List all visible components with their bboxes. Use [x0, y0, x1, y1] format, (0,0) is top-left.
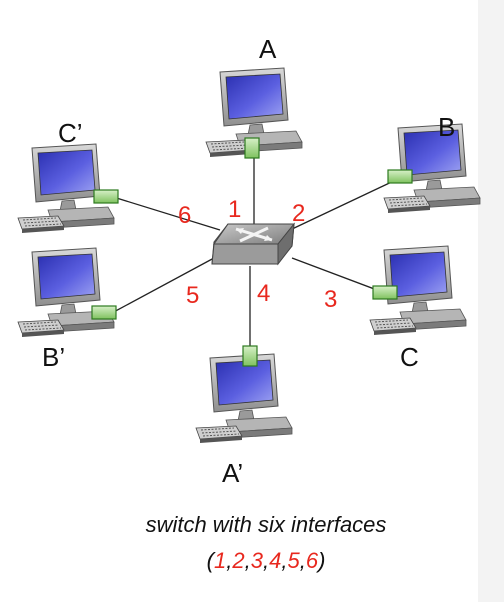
caption-separator: ,	[226, 548, 233, 573]
desktop-computer-icon	[383, 123, 481, 214]
caption-text: switch with six interfaces	[145, 512, 387, 537]
caption-close-paren: )	[318, 548, 326, 573]
desktop-computer-icon	[17, 143, 115, 234]
host-a-prime	[195, 345, 293, 444]
link-5	[109, 257, 215, 315]
caption-open-paren: (	[206, 548, 214, 573]
caption-separator: ,	[281, 548, 288, 573]
caption-interface-2: 2	[232, 548, 245, 573]
caption-interface-6: 6	[305, 548, 319, 573]
caption-interface-4: 4	[269, 548, 282, 573]
background-band	[478, 0, 504, 602]
caption-separator: ,	[244, 548, 251, 573]
links	[109, 150, 401, 350]
nic-c-icon	[372, 285, 398, 300]
caption-interface-5: 5	[287, 548, 300, 573]
host-label-b-prime: B’	[42, 342, 66, 372]
desktop-computer-icon	[17, 247, 115, 338]
host-c-prime	[17, 143, 119, 234]
interface-label-3: 3	[324, 286, 338, 313]
host-b	[383, 123, 481, 214]
link-2	[289, 177, 401, 231]
host-a	[205, 67, 303, 159]
network-switch-icon	[211, 222, 296, 266]
host-label-a-prime: A’	[222, 458, 244, 488]
interface-label-4: 4	[257, 280, 271, 307]
link-6	[109, 195, 221, 231]
caption-separator: ,	[262, 548, 270, 573]
nic-a-icon	[244, 137, 260, 159]
host-label-c-prime: C’	[58, 118, 83, 148]
caption-interface-1: 1	[213, 548, 227, 573]
interface-label-5: 5	[186, 282, 200, 309]
interface-label-2: 2	[292, 200, 306, 227]
host-label-b: B	[438, 112, 456, 142]
caption-separator: ,	[299, 548, 306, 573]
caption-line-2: (1,2,3,4,5,6)	[14, 548, 504, 574]
interface-label-6: 6	[178, 202, 192, 229]
nic-b-prime-icon	[91, 305, 117, 320]
nic-c-prime-icon	[93, 189, 119, 204]
nic-b-icon	[387, 169, 413, 184]
desktop-computer-icon	[195, 353, 293, 444]
host-label-c: C	[400, 342, 419, 372]
host-label-a: A	[259, 34, 277, 64]
caption-interface-3: 3	[250, 548, 263, 573]
caption-line-1: switch with six interfaces	[14, 512, 504, 538]
host-c	[369, 245, 467, 336]
host-b-prime	[17, 247, 117, 338]
link-3	[291, 257, 386, 294]
interface-label-1: 1	[228, 196, 242, 223]
nic-a-prime-icon	[242, 345, 258, 367]
